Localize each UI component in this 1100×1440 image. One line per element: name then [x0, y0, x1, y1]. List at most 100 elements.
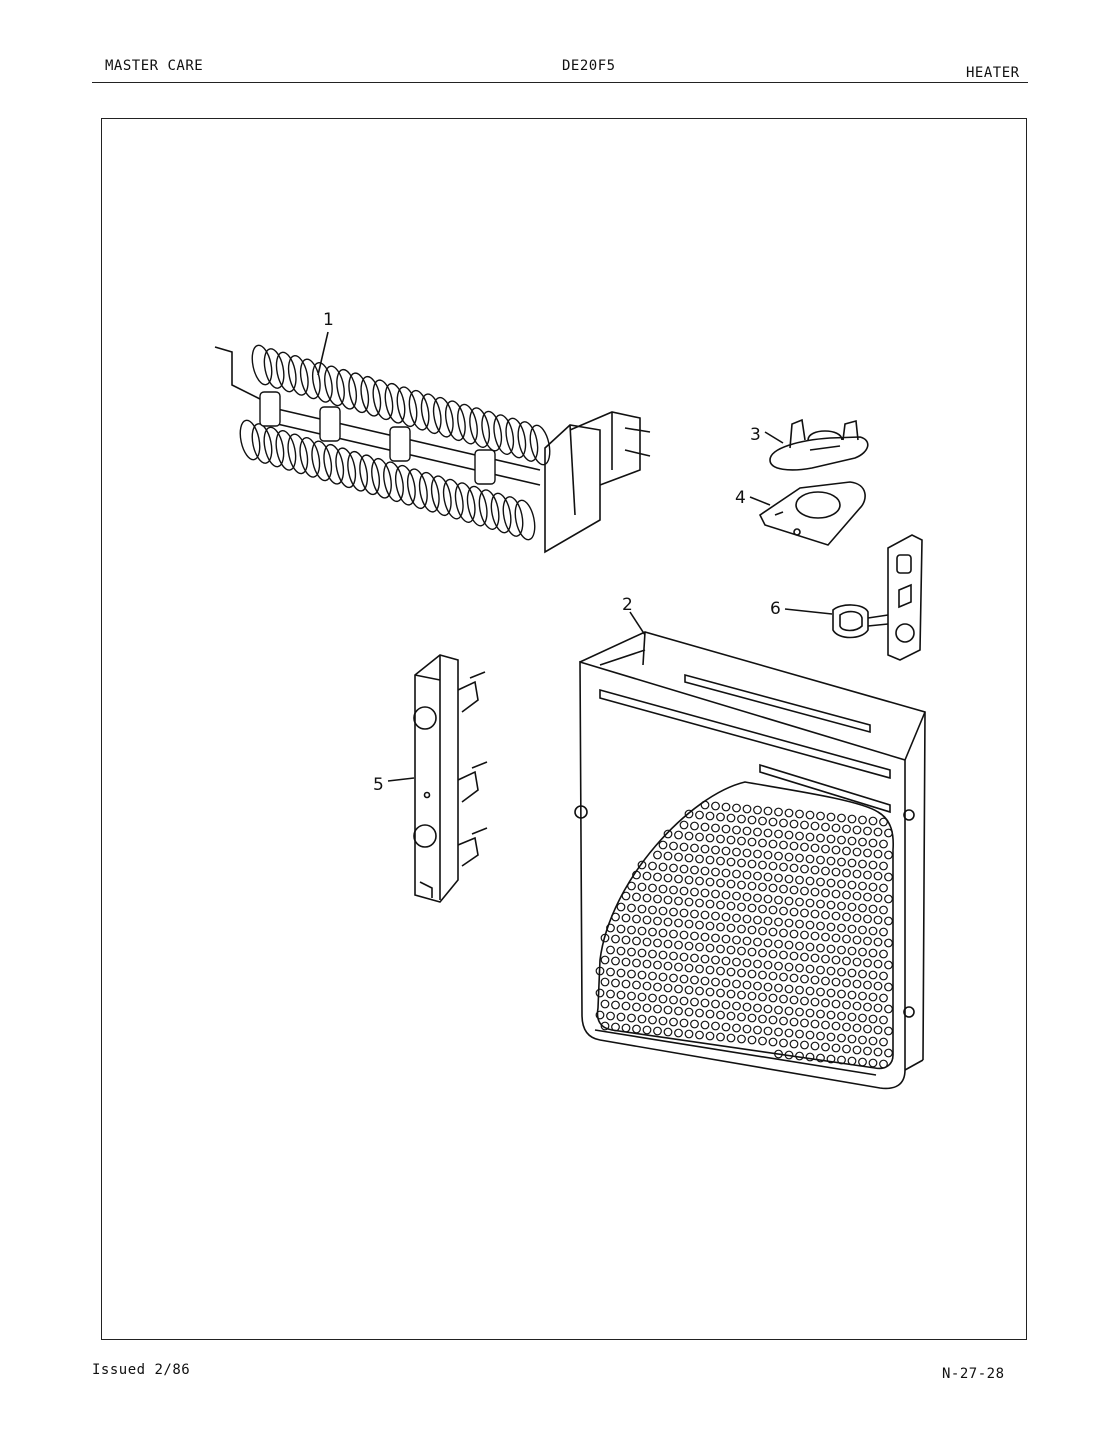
perforation-hole: [779, 950, 788, 960]
perforation-hole: [705, 987, 715, 997]
perforation-hole: [831, 955, 841, 965]
perforation-hole: [595, 1010, 605, 1020]
perforation-hole: [879, 1015, 888, 1025]
perforation-hole: [810, 821, 820, 831]
perforation-hole: [784, 1028, 794, 1038]
perforation-hole: [763, 1026, 773, 1036]
perforation-hole: [858, 903, 867, 913]
perforation-hole: [868, 1058, 878, 1068]
coil-ring: [505, 417, 527, 459]
perforation-hole: [868, 948, 878, 958]
perforation-hole: [747, 925, 757, 935]
perforation-hole: [884, 1026, 893, 1036]
perforation-hole: [669, 841, 678, 851]
perforation-hole: [779, 862, 788, 872]
perforation-hole: [847, 902, 857, 912]
coil-ring: [418, 471, 440, 513]
perforation-hole: [805, 964, 815, 974]
coil-ring: [493, 414, 515, 455]
perforation-hole: [753, 893, 762, 903]
coil-ring: [384, 382, 406, 424]
perforation-hole: [716, 878, 725, 888]
perforation-hole: [700, 1020, 710, 1030]
perforation-hole: [611, 912, 620, 922]
perforation-hole: [606, 989, 615, 999]
header-brand: MASTER CARE: [105, 58, 204, 74]
perforation-hole: [774, 983, 783, 993]
perforation-hole: [800, 908, 809, 918]
perforation-hole: [810, 931, 820, 941]
perforation-hole: [768, 839, 778, 849]
perforation-hole: [711, 889, 720, 899]
perforation-hole: [779, 994, 788, 1004]
perforation-hole: [747, 991, 757, 1001]
perforation-hole: [721, 912, 731, 922]
callout-3: 3: [750, 425, 761, 445]
coil-ring: [335, 447, 357, 489]
perforation-hole: [726, 879, 736, 889]
coil-ring: [360, 375, 382, 417]
perforation-hole: [784, 808, 794, 818]
perforation-hole: [747, 969, 757, 979]
perforation-hole: [753, 959, 762, 969]
perforation-hole: [858, 969, 867, 979]
perforation-hole: [684, 831, 694, 841]
perforation-hole: [795, 963, 804, 973]
perforation-hole: [669, 951, 678, 961]
perforation-hole: [658, 862, 668, 872]
perforation-hole: [705, 833, 715, 843]
perforation-hole: [774, 917, 783, 927]
perforation-hole: [616, 902, 626, 912]
perforation-hole: [705, 855, 715, 865]
perforation-hole: [847, 814, 857, 824]
perforation-hole: [805, 1052, 815, 1062]
perforation-hole: [711, 823, 720, 833]
perforation-hole: [737, 858, 746, 868]
callout-leaders: [317, 331, 833, 782]
perforation-hole: [826, 988, 836, 998]
perforation-hole: [863, 1046, 872, 1056]
perforation-hole: [642, 871, 652, 881]
perforation-hole: [669, 907, 678, 917]
perforation-hole: [879, 839, 888, 849]
perforation-hole: [884, 1048, 893, 1058]
gasket-part: [758, 481, 866, 546]
coil-ring: [442, 478, 464, 520]
perforation-hole: [863, 826, 872, 836]
perforation-hole: [863, 892, 872, 902]
coil-ring: [466, 485, 488, 527]
perforation-hole: [774, 961, 783, 971]
perforation-hole: [637, 1014, 647, 1024]
header-section: HEATER: [966, 65, 1020, 81]
perforation-hole: [884, 916, 893, 926]
coil-ring: [348, 372, 370, 414]
perforation-hole: [711, 999, 720, 1009]
perforation-hole: [642, 937, 652, 947]
perforation-hole: [873, 915, 883, 925]
perforation-hole: [789, 951, 799, 961]
perforation-hole: [831, 977, 841, 987]
perforation-hole: [858, 991, 867, 1001]
perforation-hole: [747, 947, 757, 957]
coil-ring: [420, 393, 442, 435]
coil-ring: [324, 365, 345, 407]
perforation-hole: [684, 941, 694, 951]
perforation-hole: [753, 805, 762, 815]
perforation-hole: [653, 1026, 662, 1036]
perforation-hole: [674, 830, 683, 840]
perforation-hole: [821, 888, 830, 898]
perforation-hole: [663, 1005, 673, 1015]
perforation-hole: [842, 1044, 851, 1054]
perforation-hole: [831, 1021, 841, 1031]
perforation-hole: [642, 915, 652, 925]
perforation-hole: [879, 861, 888, 871]
perforation-hole: [779, 818, 788, 828]
perforation-hole: [810, 865, 820, 875]
perforation-hole: [742, 980, 752, 990]
perforation-hole: [679, 886, 689, 896]
perforation-hole: [753, 827, 762, 837]
perforation-hole: [768, 905, 778, 915]
perforation-hole: [637, 904, 647, 914]
perforation-hole: [826, 1010, 836, 1020]
perforation-hole: [774, 829, 783, 839]
